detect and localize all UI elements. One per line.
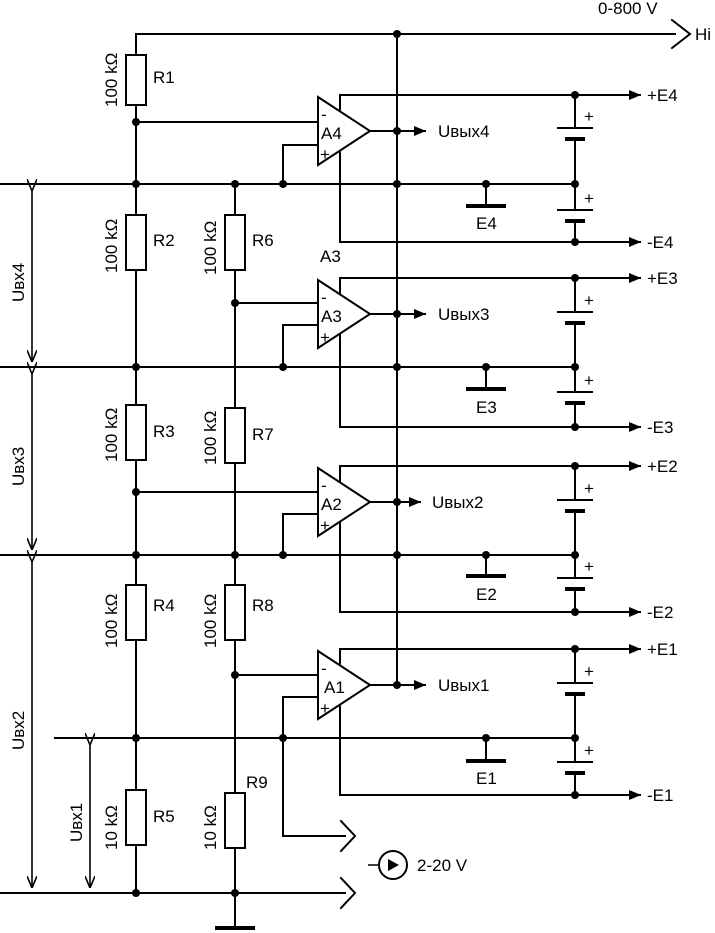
r5-label: R5 <box>153 807 175 826</box>
input-u2-label: Uвх2 <box>9 711 28 750</box>
r8-value: 100 kΩ <box>201 594 220 648</box>
input-voltage-arrows: Uвх4 Uвх3 Uвх2 Uвх1 <box>9 190 90 887</box>
battery-plus: + <box>584 189 594 208</box>
opamp-a1-label: A1 <box>324 678 345 697</box>
opamp-stage-a4: A4 - + Uвых4 <box>135 94 576 243</box>
supply-e1-neg: -E1 <box>647 786 673 805</box>
source-label: 2-20 V <box>417 856 468 875</box>
input-u3-label: Uвх3 <box>9 447 28 486</box>
right-divider-string: R6 R7 R8 R9 100 kΩ 100 kΩ 100 kΩ 10 kΩ <box>201 180 274 930</box>
opamp-a2-label: A2 <box>321 495 342 514</box>
input-u1-label: Uвх1 <box>67 803 86 842</box>
hi-rail: 0-800 V Hi <box>135 0 711 50</box>
opamp-a1-plus: + <box>320 699 330 718</box>
opamp-stage-a3: A3 - + Uвых3 A3 <box>234 247 576 428</box>
r4-value: 100 kΩ <box>102 594 121 648</box>
opamp-a1-minus: - <box>321 659 327 678</box>
resistor-r6 <box>224 214 246 271</box>
battery-plus: + <box>584 479 594 498</box>
stray-a3-label: A3 <box>320 247 341 266</box>
resistor-r7 <box>224 407 246 464</box>
resistor-r5 <box>125 789 147 846</box>
supply-e2: + + +E2 -E2 E2 <box>466 457 678 622</box>
opamp-a3-output-label: Uвых3 <box>438 305 489 324</box>
battery-plus: + <box>584 291 594 310</box>
ground-e2-label: E2 <box>476 585 497 604</box>
opamp-a2-output-label: Uвых2 <box>432 493 483 512</box>
opamp-stage-a1: A1 - + Uвых1 <box>234 648 576 853</box>
opamp-a4-plus: + <box>320 145 330 164</box>
resistor-r8 <box>224 584 246 641</box>
supply-e3-neg: -E3 <box>647 418 673 437</box>
resistor-r9 <box>224 792 246 849</box>
input-u4-label: Uвх4 <box>9 263 28 302</box>
supply-e2-neg: -E2 <box>647 603 673 622</box>
battery-plus: + <box>584 741 594 760</box>
left-divider-string: R1 R2 R3 R4 R5 100 kΩ 100 kΩ 100 kΩ 100 … <box>102 33 175 897</box>
r4-label: R4 <box>153 596 175 615</box>
r1-value: 100 kΩ <box>102 53 121 107</box>
r2-label: R2 <box>153 231 175 250</box>
opamp-a1 <box>317 649 372 721</box>
r7-value: 100 kΩ <box>201 411 220 465</box>
r8-label: R8 <box>252 596 274 615</box>
opamp-a4 <box>317 95 372 167</box>
battery-plus: + <box>584 557 594 576</box>
supply-e1-pos: +E1 <box>647 640 678 659</box>
opamp-a3-plus: + <box>320 328 330 347</box>
ground-e4-label: E4 <box>476 214 497 233</box>
r1-label: R1 <box>153 68 175 87</box>
supply-e1: + + +E1 -E1 E1 <box>466 640 678 805</box>
r3-label: R3 <box>153 422 175 441</box>
supply-e4: + + +E4 -E4 E4 <box>466 86 678 252</box>
supply-e3-pos: +E3 <box>647 269 678 288</box>
r5-value: 10 kΩ <box>102 805 121 850</box>
opamp-a3-minus: - <box>321 288 327 307</box>
battery-plus: + <box>584 107 594 126</box>
ground-e1-label: E1 <box>476 769 497 788</box>
hi-terminal-label: Hi <box>695 25 711 44</box>
opamp-a4-output-label: Uвых4 <box>438 122 489 141</box>
r9-label: R9 <box>246 773 268 792</box>
opamp-a4-minus: - <box>321 105 327 124</box>
resistor-r1 <box>125 54 147 106</box>
opamp-a2-minus: - <box>321 476 327 495</box>
common-bus <box>393 33 401 686</box>
supply-e3: + + +E3 -E3 E3 <box>466 269 678 437</box>
resistor-r4 <box>125 584 147 641</box>
r3-value: 100 kΩ <box>102 408 121 462</box>
r2-value: 100 kΩ <box>102 219 121 273</box>
opamp-a2 <box>317 466 372 538</box>
r6-label: R6 <box>252 231 274 250</box>
resistor-r3 <box>125 404 147 461</box>
reference-lines <box>0 183 576 910</box>
r9-value: 10 kΩ <box>201 805 220 850</box>
opamp-stage-a2: A2 - + Uвых2 <box>135 465 576 613</box>
battery-plus: + <box>584 371 594 390</box>
opamp-a3-label: A3 <box>321 307 342 326</box>
opamp-a1-output-label: Uвых1 <box>438 676 489 695</box>
opamp-a4-label: A4 <box>321 124 342 143</box>
supply-e4-pos: +E4 <box>647 86 678 105</box>
opamp-a2-plus: + <box>320 516 330 535</box>
resistor-r2 <box>125 214 147 271</box>
r7-label: R7 <box>252 425 274 444</box>
battery-plus: + <box>584 662 594 681</box>
supply-label: 0-800 V <box>598 0 658 18</box>
source-indicator: 2-20 V <box>368 850 468 880</box>
opamp-a3 <box>317 278 372 350</box>
ground-e3-label: E3 <box>476 398 497 417</box>
supply-e4-neg: -E4 <box>647 233 673 252</box>
supply-e2-pos: +E2 <box>647 457 678 476</box>
r6-value: 100 kΩ <box>201 221 220 275</box>
